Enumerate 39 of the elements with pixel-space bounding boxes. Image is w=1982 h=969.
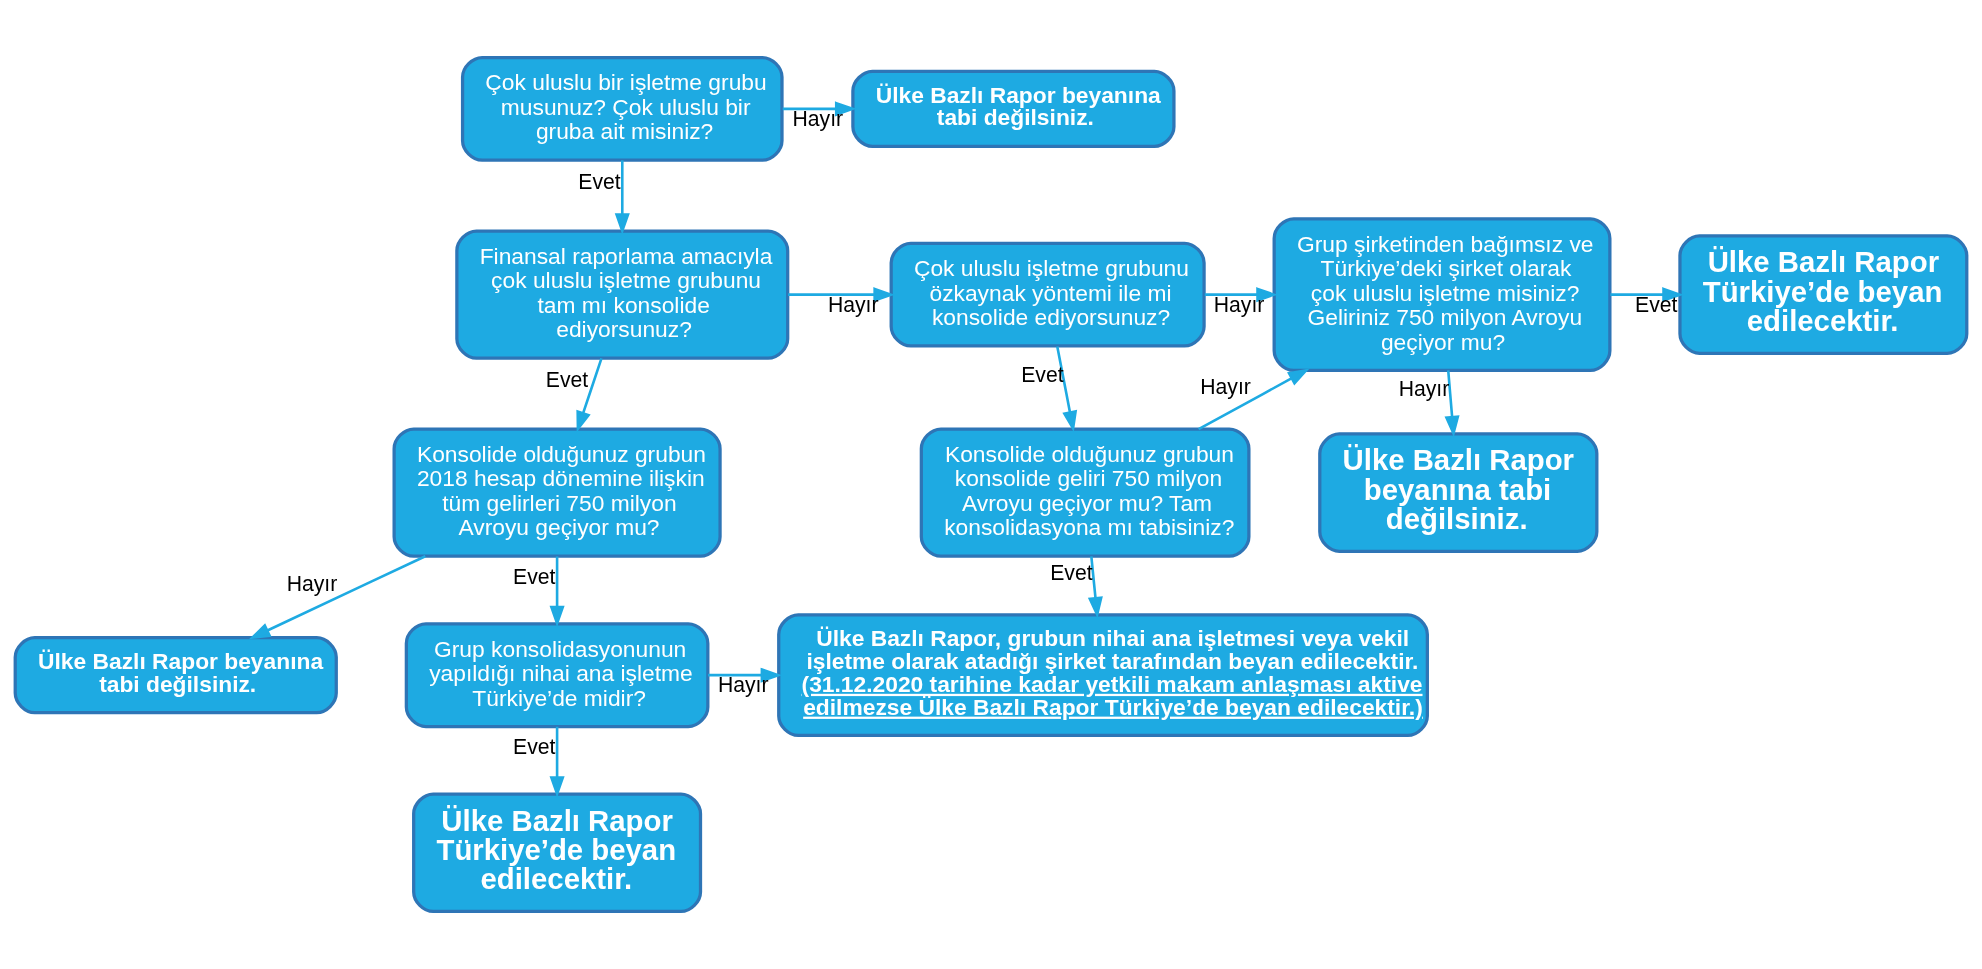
node-box: Çok uluslu bir işletme grubu musunuz? Çok uluslu bir gruba ait misiniz?	[460, 55, 784, 162]
arrow	[1056, 346, 1078, 433]
node-box: Grup şirketinden bağımsız ve Türkiye’deki şirket olarak çok uluslu işletme misiniz? Geliriniz 750 milyon Avroyu geçiyor mu?	[1272, 217, 1612, 373]
arrow	[1087, 556, 1103, 619]
arrow	[549, 726, 565, 798]
arrow	[1204, 287, 1278, 303]
arrow	[549, 556, 565, 628]
edge-label: Evet	[545, 368, 589, 392]
node-box: Ülke Bazlı Rapor, grubun nihai ana işletmesi veya vekil işletme olarak atadığı şirket tarafından beyan edilecektir. (31.12.2020 tarihine kadar yetkili makam anlaşması aktive edilmezse Ülke Bazlı Rapor Türkiye’de beyan edilecektir.)	[777, 613, 1429, 738]
edge-label: Evet	[513, 565, 556, 589]
arrow	[614, 160, 630, 235]
edge-label: Hayır	[1213, 292, 1265, 316]
arrow	[1198, 368, 1310, 431]
node-box: Ülke Bazlı Rapor beyanına tabi değilsiniz.	[851, 69, 1176, 148]
node-box: Ülke Bazlı Rapor Türkiye’de beyan edilecektir.	[412, 792, 703, 914]
node-box: Finansal raporlama amacıyla çok uluslu işletme grubunu tam mı konsolide ediyorsunuz?	[455, 229, 790, 360]
arrow	[1444, 370, 1460, 438]
arrow	[782, 101, 857, 117]
node-box: Ülke Bazlı Rapor Türkiye’de beyan edilecektir.	[1678, 234, 1969, 355]
edge-label: Hayır	[717, 673, 769, 697]
edge-label: Hayır	[1200, 374, 1251, 398]
node-box: Grup konsolidasyonunun yapıldığı nihai ana işletme Türkiye’de midir?	[404, 622, 710, 729]
node-box: Çok uluslu işletme grubunu özkaynak yöntemi ile mi konsolide ediyorsunuz?	[889, 241, 1206, 348]
arrow	[788, 287, 895, 303]
node-box: Konsolide olduğunuz grubun 2018 hesap dönemine ilişkin tüm gelirleri 750 milyon Avroyu geçiyor mu?	[392, 427, 722, 558]
arrow	[576, 358, 603, 433]
node-box: Ülke Bazlı Rapor beyanına tabi değilsiniz.	[13, 636, 338, 715]
edge-label: Evet	[1635, 292, 1678, 316]
edge-label: Hayır	[286, 572, 338, 595]
edge-label: Hayır	[792, 106, 844, 130]
arrow	[1610, 287, 1684, 303]
node-box: Konsolide olduğunuz grubun konsolide geliri 750 milyon Avroyu geçiyor mu? Tam konsolidasyona mı tabisiniz?	[919, 427, 1251, 558]
node-box: Ülke Bazlı Rapor beyanına tabi değilsiniz.	[1318, 432, 1599, 553]
edge-label: Hayır	[827, 292, 879, 316]
arrow	[248, 555, 426, 640]
edge-label: Hayır	[1398, 376, 1450, 400]
edge-label: Evet	[578, 170, 621, 194]
arrow	[707, 667, 783, 683]
edge-label: Evet	[513, 735, 556, 759]
